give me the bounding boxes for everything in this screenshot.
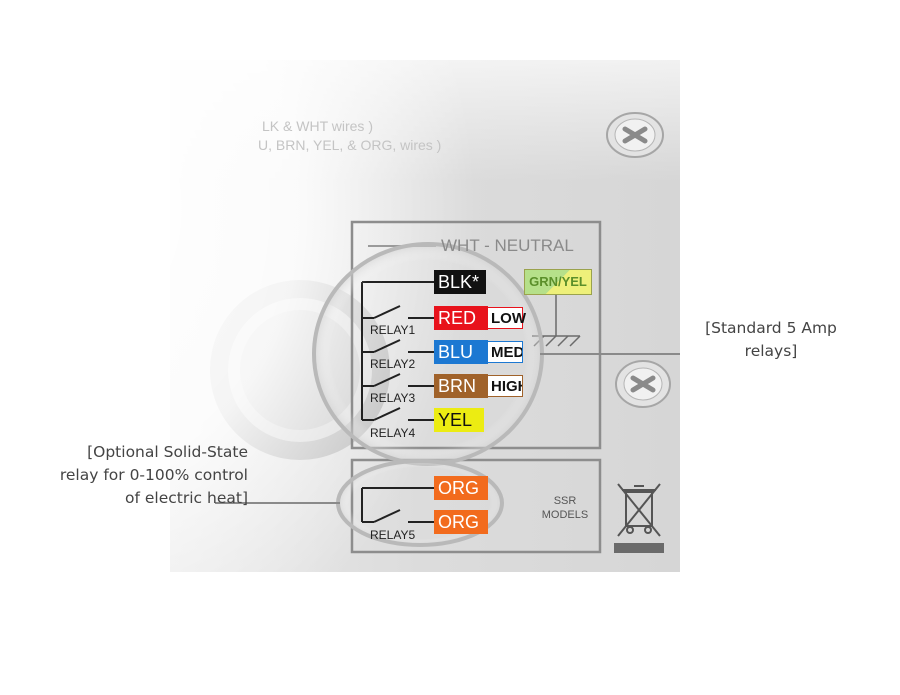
weee-bin-icon: [614, 483, 664, 553]
callout-ssr-relay: [Optional Solid-State relay for 0-100% c…: [20, 441, 248, 510]
wire-tag-blu: BLU: [434, 340, 488, 364]
wire-tag-blk: BLK*: [434, 270, 486, 294]
ssr-label-line2: MODELS: [541, 509, 589, 521]
ground-label: GRN/YEL: [524, 269, 592, 295]
speed-label-low: LOW: [487, 307, 526, 329]
screw-icon: [615, 360, 671, 408]
neutral-label: WHT - NEUTRAL: [441, 236, 574, 255]
ssr-models-label: SSR MODELS: [530, 494, 600, 522]
ssr-label-line1: SSR: [553, 495, 577, 507]
callout-left-line1: [Optional Solid-State: [87, 443, 248, 461]
callout-standard-relays: [Standard 5 Amp relays]: [686, 317, 856, 363]
relay-label-3: RELAY3: [370, 391, 416, 405]
wire-tag-brn: BRN: [434, 374, 488, 398]
wire-tag-yel: YEL: [434, 408, 484, 432]
speed-label-high: HIGH: [487, 375, 523, 397]
faded-text-line1: LK & WHT wires ): [262, 118, 373, 134]
wire-tag-org-2: ORG: [434, 510, 488, 534]
relay-label-2: RELAY2: [370, 357, 416, 371]
callout-right-line2: relays]: [744, 342, 798, 360]
callout-left-line2: relay for 0-100% control: [59, 466, 248, 484]
relay-label-1: RELAY1: [370, 323, 416, 337]
screw-icon: [606, 112, 664, 158]
wire-tag-org-1: ORG: [434, 476, 488, 500]
speed-label-med: MED: [487, 341, 523, 363]
callout-right-line1: [Standard 5 Amp: [705, 319, 837, 337]
relay-label-4: RELAY4: [370, 426, 416, 440]
callout-left-line3: of electric heat]: [125, 489, 248, 507]
faded-text-line2: U, BRN, YEL, & ORG, wires ): [258, 137, 442, 153]
relay-label-5: RELAY5: [370, 528, 416, 542]
wire-tag-red: RED: [434, 306, 488, 330]
